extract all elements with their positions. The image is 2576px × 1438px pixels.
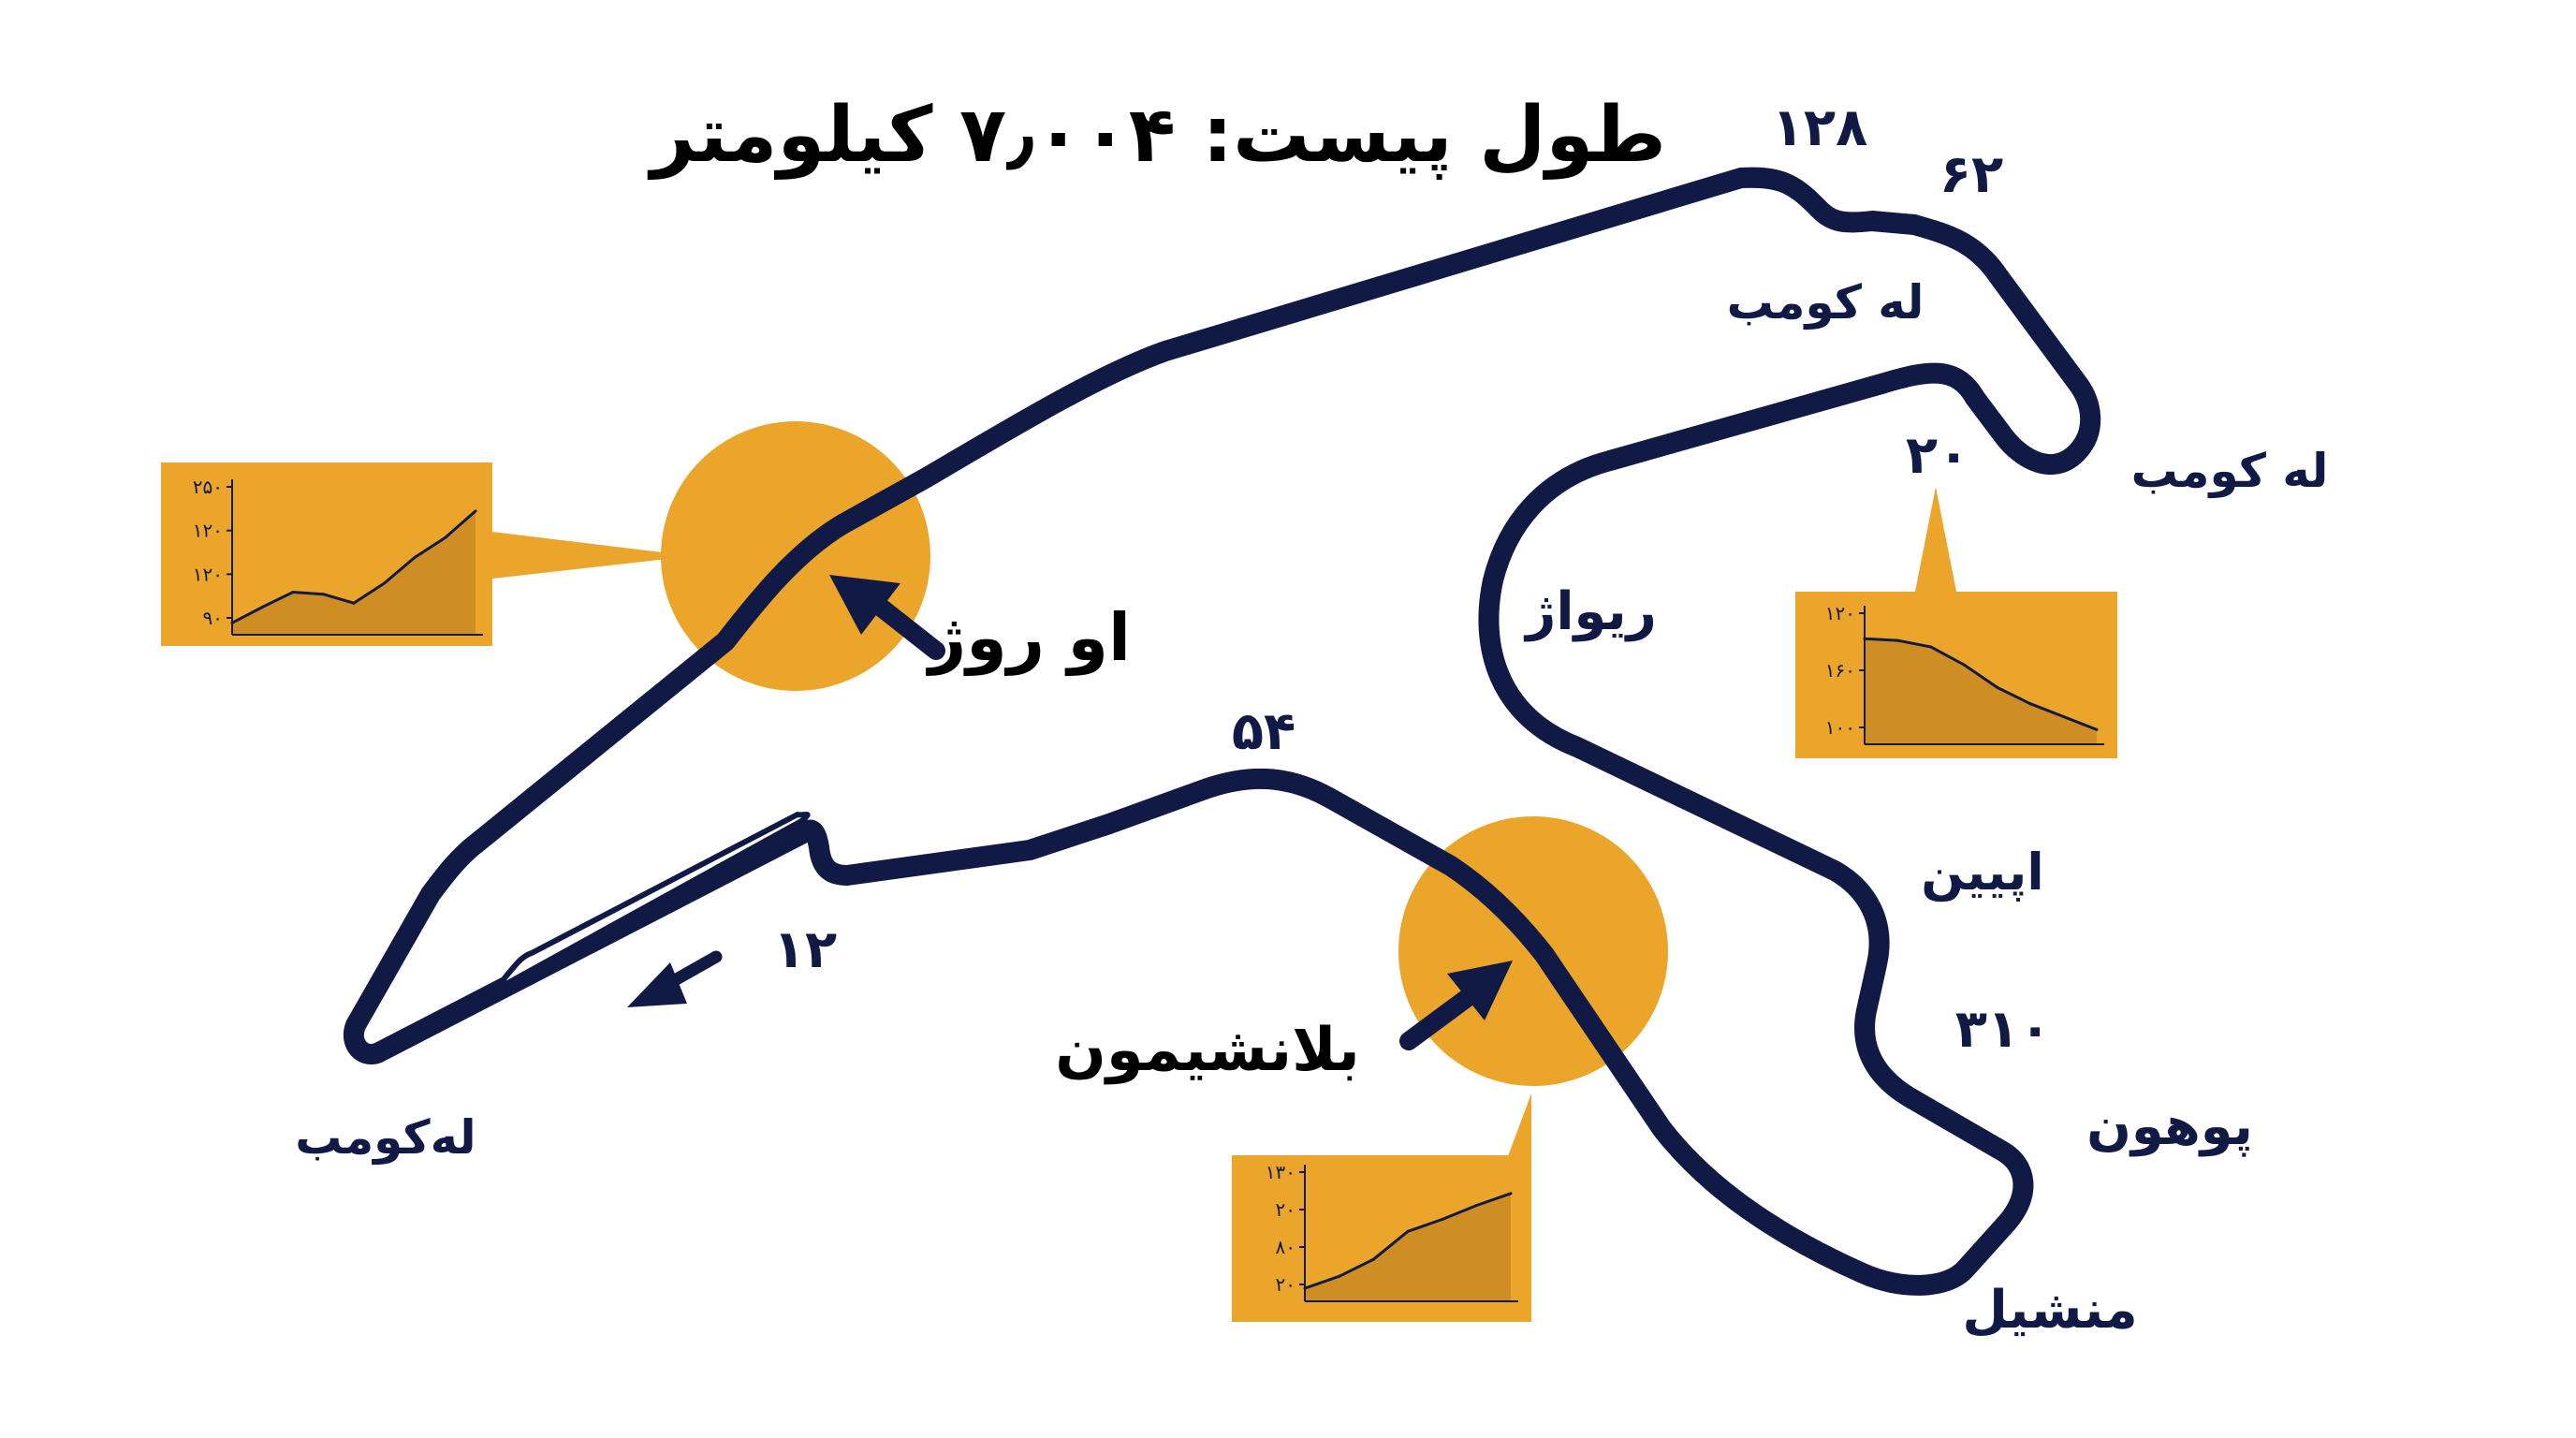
- chart-point: [352, 601, 356, 605]
- label-54: ۵۴: [1232, 701, 1295, 762]
- corner-le-combes-left: له‌کومب: [295, 1110, 476, 1166]
- chart-point: [322, 593, 325, 596]
- corner-eau-rouge: او روژ: [926, 599, 1131, 676]
- chart-line: [1864, 637, 2098, 731]
- speed-chart-blanchimont: ۱۳۰ ۲۰ ۸۰ ۲۰: [1232, 1155, 1531, 1322]
- chart-point: [261, 605, 264, 609]
- speed-chart-rivage: ۱۲۰ ۱۶۰ ۱۰۰: [1795, 592, 2117, 758]
- chart-point: [1371, 1257, 1375, 1261]
- chart-point: [1406, 1229, 1410, 1233]
- race-track: [344, 167, 2101, 1296]
- chart-point: [444, 536, 446, 539]
- chart-point: [1474, 1204, 1478, 1208]
- label-20: ۲۰: [1906, 425, 1969, 486]
- chart-tick-label: ۸۰: [1276, 1236, 1295, 1258]
- arrow-eau-rouge: [829, 575, 945, 660]
- chart-point: [1996, 685, 1999, 689]
- corner-le-combes-right: له کومب: [2131, 444, 2329, 499]
- label-310: ۳۱۰: [1955, 999, 2052, 1060]
- chart-tick-label: ۱۲۰: [193, 563, 223, 585]
- chart-point: [2062, 715, 2066, 718]
- label-62: ۶۲: [1939, 144, 2003, 205]
- chart-tick-label: ۱۶۰: [1825, 659, 1855, 682]
- chart-point: [1962, 663, 1966, 667]
- chart-point: [1509, 1192, 1513, 1196]
- corner-le-combes-top: له کومب: [1727, 275, 1925, 330]
- chart-area: [1865, 638, 2097, 744]
- chart-point: [2028, 702, 2032, 706]
- corner-stavelot: اپیین: [1921, 843, 2043, 902]
- chart-tick-label: ۱۲۰: [1825, 602, 1855, 624]
- chart-point: [1929, 645, 1933, 649]
- corner-blanchimont: بلانشیمون: [1055, 1016, 1360, 1085]
- speed-chart-eau-rouge: ۲۵۰ ۱۲۰ ۱۲۰ ۹۰: [161, 462, 492, 646]
- arrow-blanchimont: [1399, 961, 1513, 1050]
- chart-tick-label: ۹۰: [203, 607, 223, 629]
- chart-area: [232, 510, 476, 635]
- callout-pointer-right: [1915, 487, 1956, 592]
- chart-tick-label: ۲۵۰: [193, 476, 223, 498]
- chart-point: [2095, 727, 2099, 731]
- label-128: ۱۲۸: [1772, 97, 1868, 158]
- chart-tick-label: ۱۳۰: [1266, 1161, 1295, 1183]
- corner-pouhon: پوهون: [2086, 1096, 2253, 1157]
- chart-point: [291, 591, 295, 594]
- chart-point: [383, 581, 386, 585]
- chart-tick-label: ۱۲۰: [193, 520, 223, 542]
- track-length-title: طول پیست: ۷٫۰۰۴ کیلومتر: [647, 91, 1666, 180]
- chart-point: [1441, 1218, 1444, 1221]
- chart-tick-label: ۲۰: [1276, 1273, 1295, 1296]
- corner-rivage: ریواژ: [1523, 581, 1657, 642]
- chart-area: [1305, 1193, 1511, 1301]
- chart-tick-label: ۱۰۰: [1825, 716, 1855, 739]
- corner-malmedy: منشیل: [1962, 1280, 2137, 1341]
- chart-point: [474, 509, 477, 513]
- chart-point: [1338, 1274, 1341, 1278]
- pit-lane: [491, 812, 811, 993]
- chart-point: [1895, 638, 1899, 642]
- callout-pointer-left: [492, 532, 693, 579]
- chart-point: [413, 556, 417, 559]
- label-12: ۱۲: [773, 919, 837, 980]
- chart-tick-label: ۲۰: [1276, 1198, 1295, 1221]
- arrow-start: [627, 950, 723, 1007]
